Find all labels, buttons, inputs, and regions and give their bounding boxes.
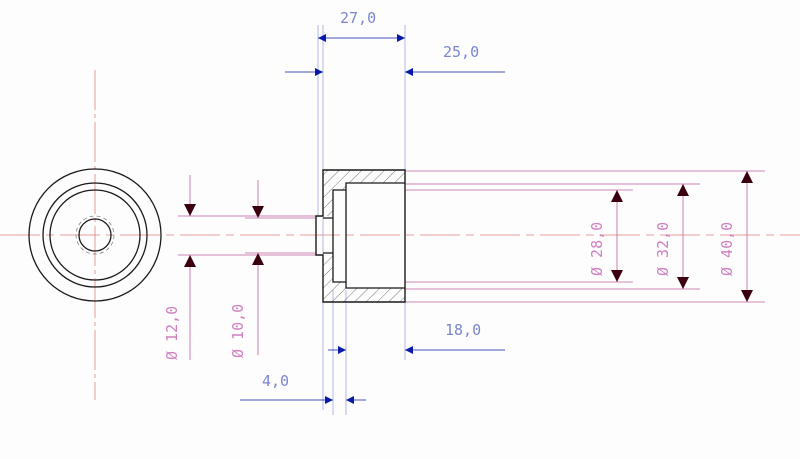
dim-18-label: 18,0 — [445, 321, 481, 339]
bore-circle — [49, 189, 141, 281]
hidden-circle — [75, 215, 115, 255]
dim-dia12-label: Ø 12,0 — [163, 306, 181, 360]
vertical-dimensions — [184, 171, 753, 360]
dim-dia10-label: Ø 10,0 — [229, 304, 247, 358]
hole-circle — [78, 218, 112, 252]
section-view — [315, 169, 406, 303]
step-circle — [42, 182, 148, 288]
front-view — [0, 70, 800, 400]
horizontal-dimensions — [240, 34, 505, 404]
extension-lines — [317, 25, 406, 415]
dim-dia32-label: Ø 32,0 — [654, 222, 672, 276]
dim-4-label: 4,0 — [262, 372, 289, 390]
outer-circle — [28, 168, 162, 302]
dim-27-label: 27,0 — [340, 9, 376, 27]
dim-dia40-label: Ø 40,0 — [718, 222, 736, 276]
dim-25-label: 25,0 — [443, 43, 479, 61]
dim-dia28-label: Ø 28,0 — [588, 222, 606, 276]
pink-extension-lines — [178, 170, 765, 303]
dimension-labels: 27,0 25,0 18,0 4,0 Ø 12,0 Ø 10,0 Ø 28,0 … — [163, 9, 736, 390]
